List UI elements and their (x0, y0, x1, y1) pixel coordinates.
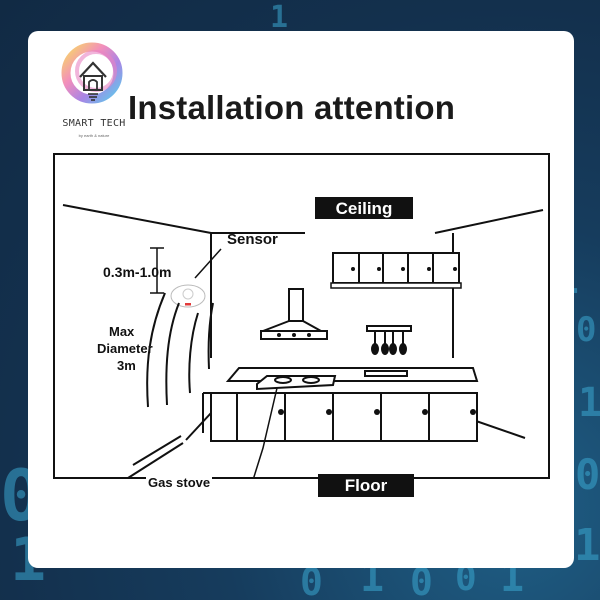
kitchen-diagram-svg: Ceiling (53, 153, 550, 479)
brand-tagline: by earth & nature (78, 133, 110, 138)
upper-cabinets (330, 252, 462, 289)
gas-stove (256, 375, 337, 391)
bg-digit: 0 (455, 558, 477, 599)
max-diameter-label-line3: 3m (117, 358, 136, 373)
gas-stove-label-text: Gas stove (146, 475, 213, 490)
smart-home-logo-icon (61, 42, 123, 104)
sensor-leader (194, 248, 222, 279)
brand-name: SMART TECH (62, 118, 126, 129)
brand-logo: SMART TECH by earth & nature (58, 41, 130, 141)
lower-cabinets (202, 392, 478, 442)
range-hood (260, 288, 328, 340)
ceiling-label: Ceiling (336, 199, 393, 218)
installation-diagram: Ceiling (53, 153, 550, 479)
max-diameter-label-line1: Max (109, 324, 135, 339)
utensil-rack (366, 325, 412, 355)
floor-label: Floor (318, 474, 414, 497)
max-diameter-label-line2: Diameter (97, 341, 153, 356)
bg-digit: 0 (300, 560, 323, 600)
distance-label: 0.3m-1.0m (103, 264, 171, 280)
bg-digit: 1 (574, 520, 600, 571)
distance-indicator (150, 247, 164, 294)
bg-digit: 1 (578, 380, 600, 426)
sensor-label: Sensor (227, 231, 278, 248)
bg-digit: 0 (575, 450, 600, 499)
content-card: SMART TECH by earth & nature Installatio… (28, 31, 574, 568)
ceiling-label-box (315, 197, 413, 219)
bg-digit: 1 (270, 0, 289, 35)
smoke-sensor-device (170, 284, 206, 308)
floor-lines (127, 435, 184, 479)
gas-diffusion-lines (146, 292, 214, 408)
bg-digit: 0 (576, 310, 597, 350)
bg-digit: 0 (410, 560, 433, 600)
sensor-led-icon (185, 303, 191, 306)
page-title: Installation attention (128, 89, 456, 126)
gas-stove-leader (252, 387, 278, 479)
